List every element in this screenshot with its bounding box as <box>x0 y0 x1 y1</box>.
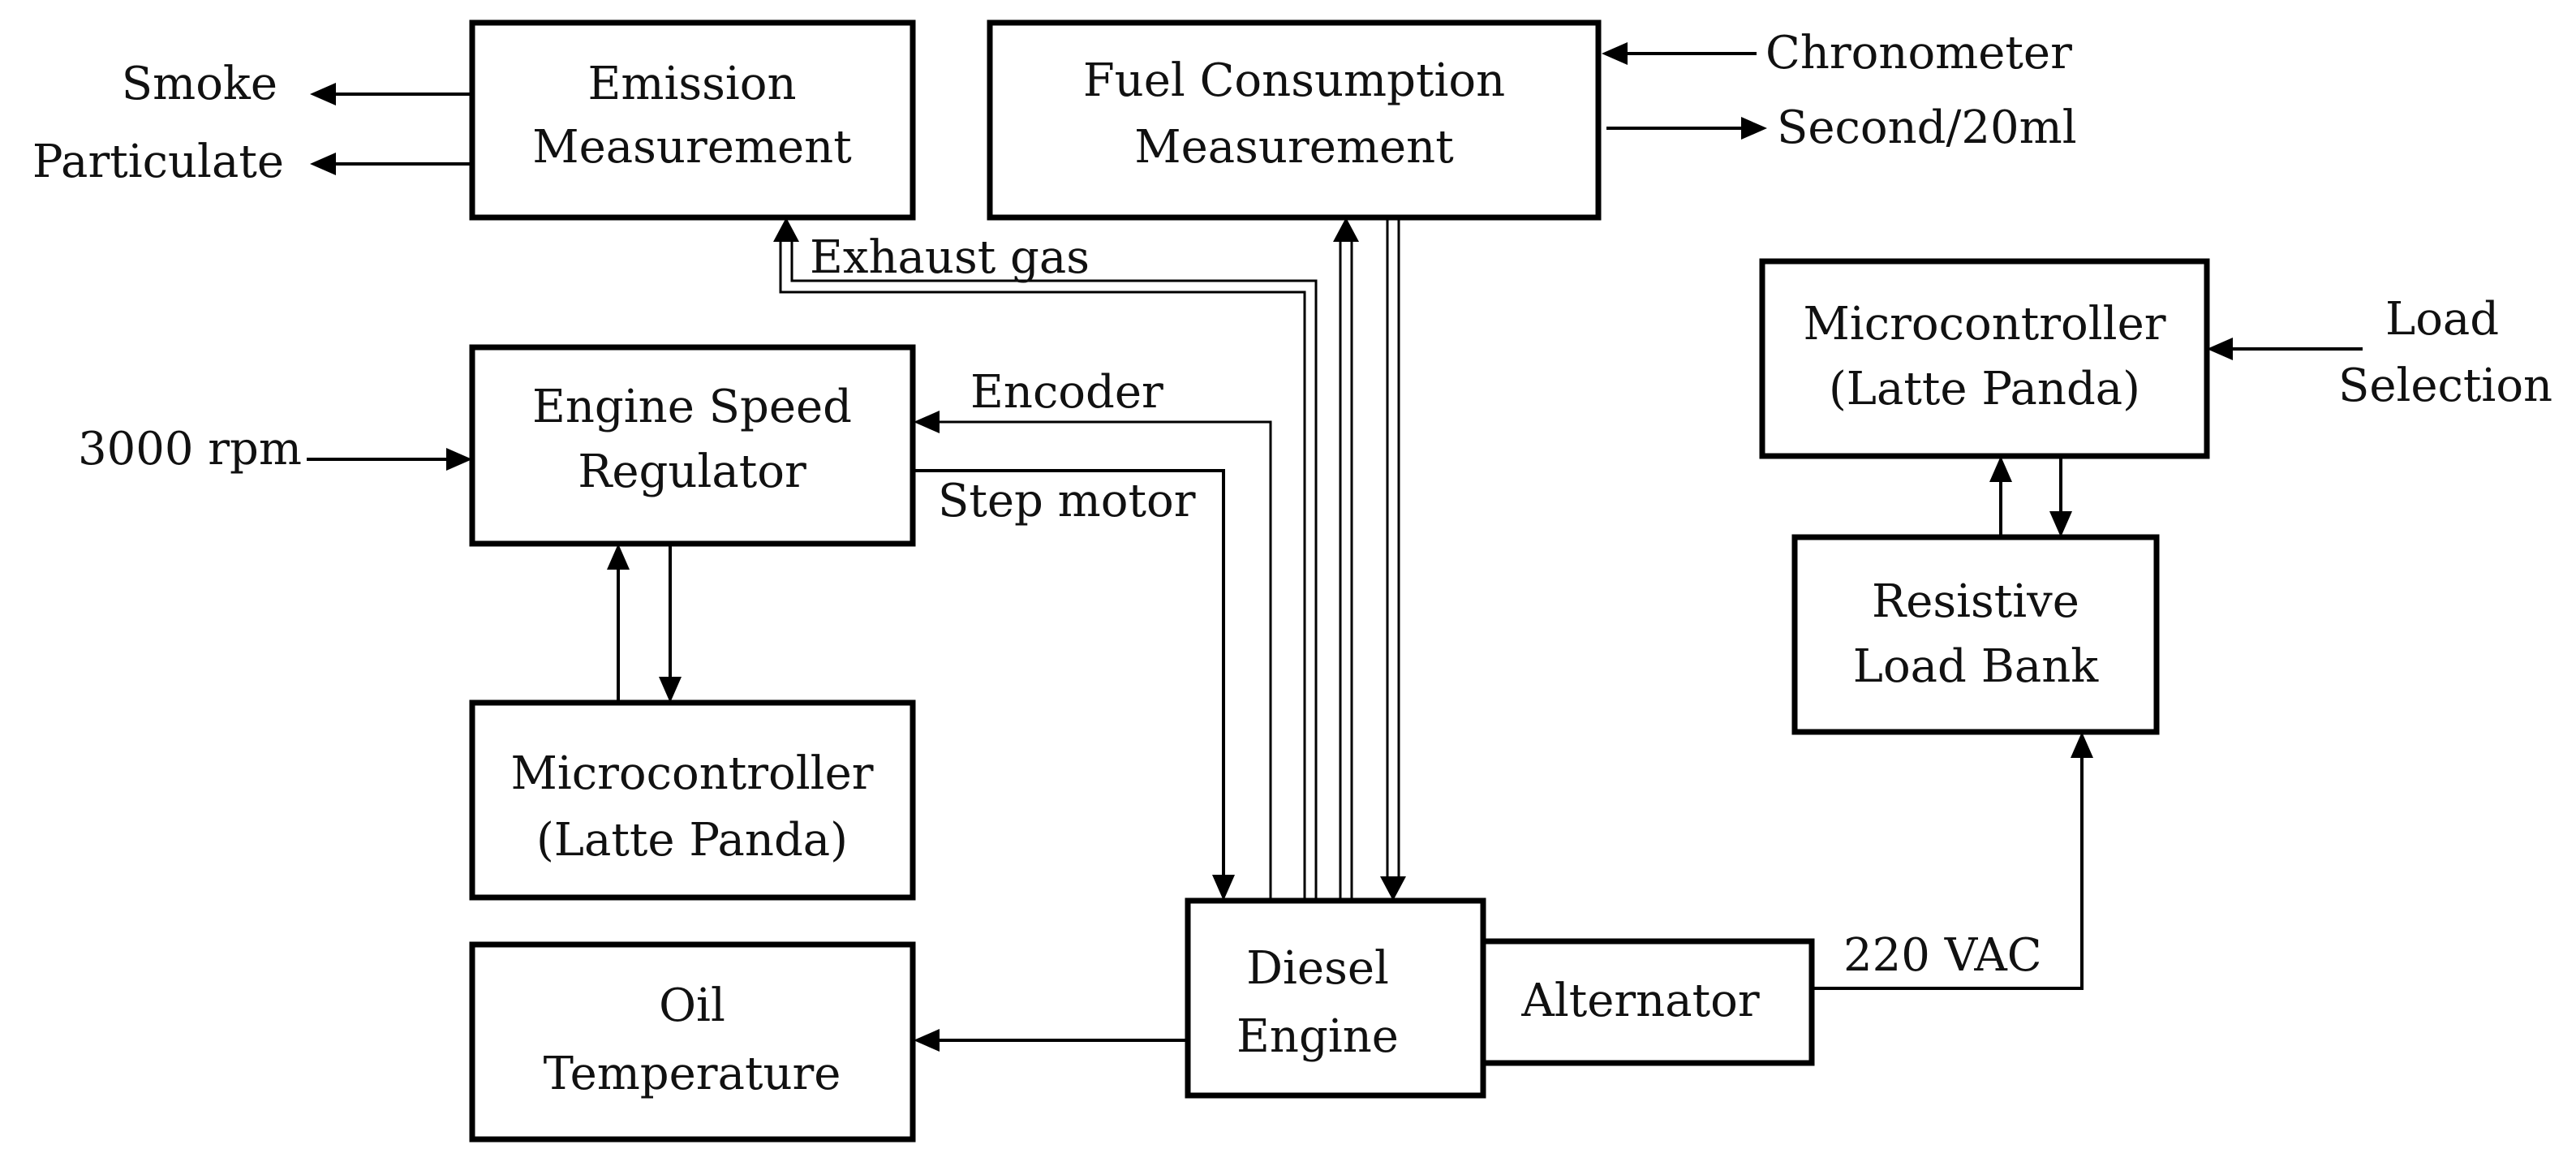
engine-speed-regulator-block: Engine Speed Regulator <box>469 344 916 547</box>
second-per-20ml-arrow <box>1606 117 1767 140</box>
loadbank-to-micro-arrow <box>1989 456 2012 537</box>
rpm-input-arrow <box>307 448 472 471</box>
diesel-label-line2: Engine <box>1236 1010 1399 1063</box>
exhaust-gas-line <box>773 217 1318 901</box>
oil-label-line2: Temperature <box>544 1048 841 1100</box>
load-bank-label-line1: Resistive <box>1872 575 2079 628</box>
fuel-supply-line <box>1333 217 1359 901</box>
diesel-engine-block: Diesel Engine <box>1185 897 1486 1099</box>
oil-temperature-arrow <box>914 1029 1188 1052</box>
regulator-to-micro-arrow <box>659 544 682 703</box>
oil-label-line1: Oil <box>659 979 725 1032</box>
emission-label-line1: Emission <box>587 58 796 110</box>
voltage-line <box>1812 732 2093 990</box>
micro-left-label-line2: (Latte Panda) <box>536 814 848 867</box>
smoke-arrow <box>310 83 472 105</box>
oil-temperature-block: Oil Temperature <box>469 941 916 1143</box>
micro-to-regulator-arrow <box>607 544 630 703</box>
voltage-label: 220 VAC <box>1843 929 2042 982</box>
micro-to-loadbank-arrow <box>2049 456 2072 537</box>
emission-measurement-block: Emission Measurement <box>469 19 916 221</box>
regulator-label-line2: Regulator <box>578 445 806 498</box>
chronometer-label: Chronometer <box>1765 27 2072 80</box>
fuel-return-line <box>1380 219 1406 901</box>
alternator-block: Alternator <box>1480 938 1815 1066</box>
micro-left-label-line1: Microcontroller <box>511 747 874 800</box>
step-motor-line <box>913 469 1235 901</box>
second-per-20ml-label: Second/20ml <box>1777 101 2077 154</box>
load-bank-label-line2: Load Bank <box>1853 640 2100 693</box>
microcontroller-left-block: Microcontroller (Latte Panda) <box>469 699 916 901</box>
fuel-label-line1: Fuel Consumption <box>1083 54 1505 107</box>
regulator-label-line1: Engine Speed <box>532 381 852 433</box>
diesel-label-line1: Diesel <box>1246 942 1389 995</box>
resistive-load-bank-block: Resistive Load Bank <box>1791 534 2160 735</box>
fuel-label-line2: Measurement <box>1134 121 1454 174</box>
load-selection-arrow <box>2207 338 2363 360</box>
micro-right-label-line1: Microcontroller <box>1804 298 2166 351</box>
emission-label-line2: Measurement <box>532 121 852 174</box>
micro-right-label-line2: (Latte Panda) <box>1829 363 2140 415</box>
particulate-arrow <box>310 153 472 175</box>
load-selection-label-line2: Selection <box>2338 359 2552 412</box>
chronometer-arrow <box>1602 42 1757 65</box>
encoder-label: Encoder <box>970 366 1163 419</box>
exhaust-gas-label: Exhaust gas <box>810 231 1090 284</box>
microcontroller-right-block: Microcontroller (Latte Panda) <box>1759 258 2210 459</box>
rpm-input-label: 3000 rpm <box>78 423 302 476</box>
particulate-label: Particulate <box>32 136 284 188</box>
alternator-label: Alternator <box>1520 975 1759 1027</box>
fuel-consumption-block: Fuel Consumption Measurement <box>987 19 1602 221</box>
smoke-label: Smoke <box>122 58 277 110</box>
load-selection-label-line1: Load <box>2385 293 2499 346</box>
encoder-line <box>914 411 1272 901</box>
step-motor-label: Step motor <box>938 475 1196 527</box>
